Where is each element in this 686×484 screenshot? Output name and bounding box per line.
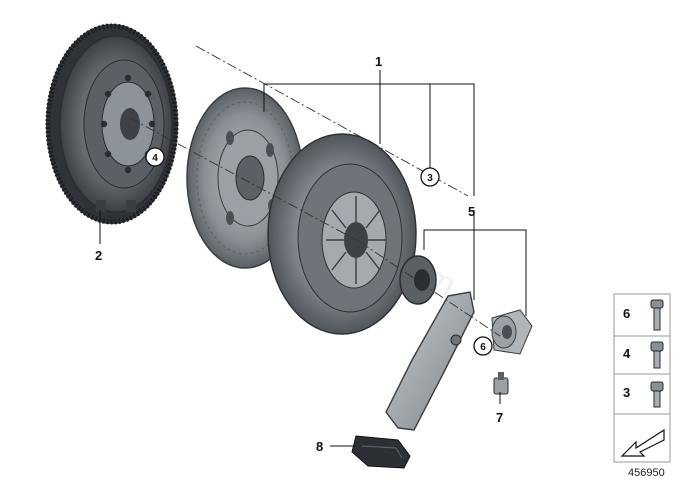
document-number: 456950 [628, 467, 665, 479]
callout-8: 8 [316, 439, 323, 454]
release-bearing-icon [399, 255, 533, 355]
bolt-icon [650, 381, 664, 408]
circled-callout-3: 3 [420, 167, 440, 187]
callout-7: 7 [496, 410, 503, 425]
release-lever-icon [385, 291, 475, 431]
svg-text:6: 6 [480, 342, 486, 353]
legend-label-3: 3 [623, 385, 630, 400]
circled-callout-4: 4 [145, 147, 165, 167]
bolt-icon [650, 299, 664, 331]
circled-callout-6: 6 [473, 336, 493, 356]
boot-icon [351, 435, 411, 469]
bolt-icon [650, 341, 664, 369]
bolt-legend: 6 4 3 [613, 293, 671, 463]
pivot-pin-icon [493, 372, 509, 395]
pressure-plate-icon [267, 133, 417, 335]
callout-1: 1 [375, 54, 382, 69]
callout-2: 2 [95, 248, 102, 263]
svg-text:3: 3 [427, 173, 433, 184]
flywheel-icon [45, 23, 179, 225]
legend-label-4: 4 [623, 346, 631, 361]
svg-text:4: 4 [152, 153, 158, 164]
arrow-icon [620, 428, 665, 457]
legend-label-6: 6 [623, 306, 630, 321]
callout-5: 5 [468, 204, 475, 219]
leader-lines [99, 70, 527, 447]
